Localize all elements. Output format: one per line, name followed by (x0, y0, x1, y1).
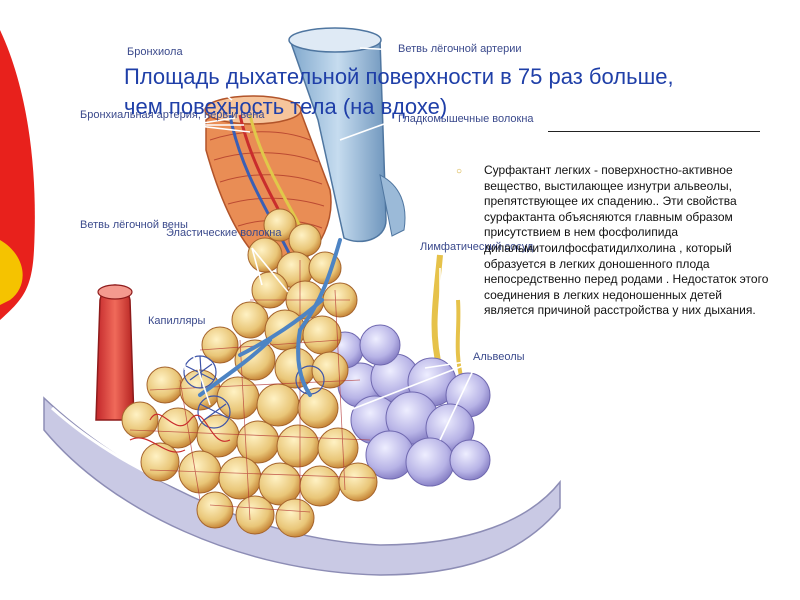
label-smooth-muscle: Гладкомышечные волокна (398, 113, 534, 125)
decor-arc (0, 30, 35, 320)
bullet-circle-icon: ○ (456, 166, 463, 177)
label-elastic-fibers: Эластические волокна (166, 227, 282, 239)
diagram-labels: Бронхиола Ветвь лёгочной артерии Бронхиа… (80, 43, 534, 363)
slide-title: Площадь дыхательной поверхности в 75 раз… (124, 64, 674, 119)
pleura-layer (43, 396, 561, 576)
bullet-text: Сурфактант легких - поверхностно-активно… (484, 163, 769, 318)
pulmonary-vein-branch (95, 284, 135, 421)
label-capillaries: Капилляры (148, 315, 206, 327)
bullet-list: ○ Сурфактант легких - поверхностно-актив… (456, 163, 771, 319)
label-pulm-vein-branch: Ветвь лёгочной вены (80, 219, 188, 231)
purple-alveoli-cluster (326, 324, 491, 487)
label-alveoli: Альвеолы (473, 351, 525, 363)
label-bronchiole: Бронхиола (127, 46, 183, 58)
label-lymph-vessel: Лимфатический сосуд (420, 241, 534, 253)
label-bronchial-vessels: Бронхиальная артерия, нерв и вена (80, 109, 265, 121)
bullet-item: ○ Сурфактант легких - поверхностно-актив… (456, 163, 771, 319)
alveoli-cluster (121, 208, 378, 538)
title-underline (548, 131, 760, 132)
label-pulm-artery-branch: Ветвь лёгочной артерии (398, 43, 522, 55)
